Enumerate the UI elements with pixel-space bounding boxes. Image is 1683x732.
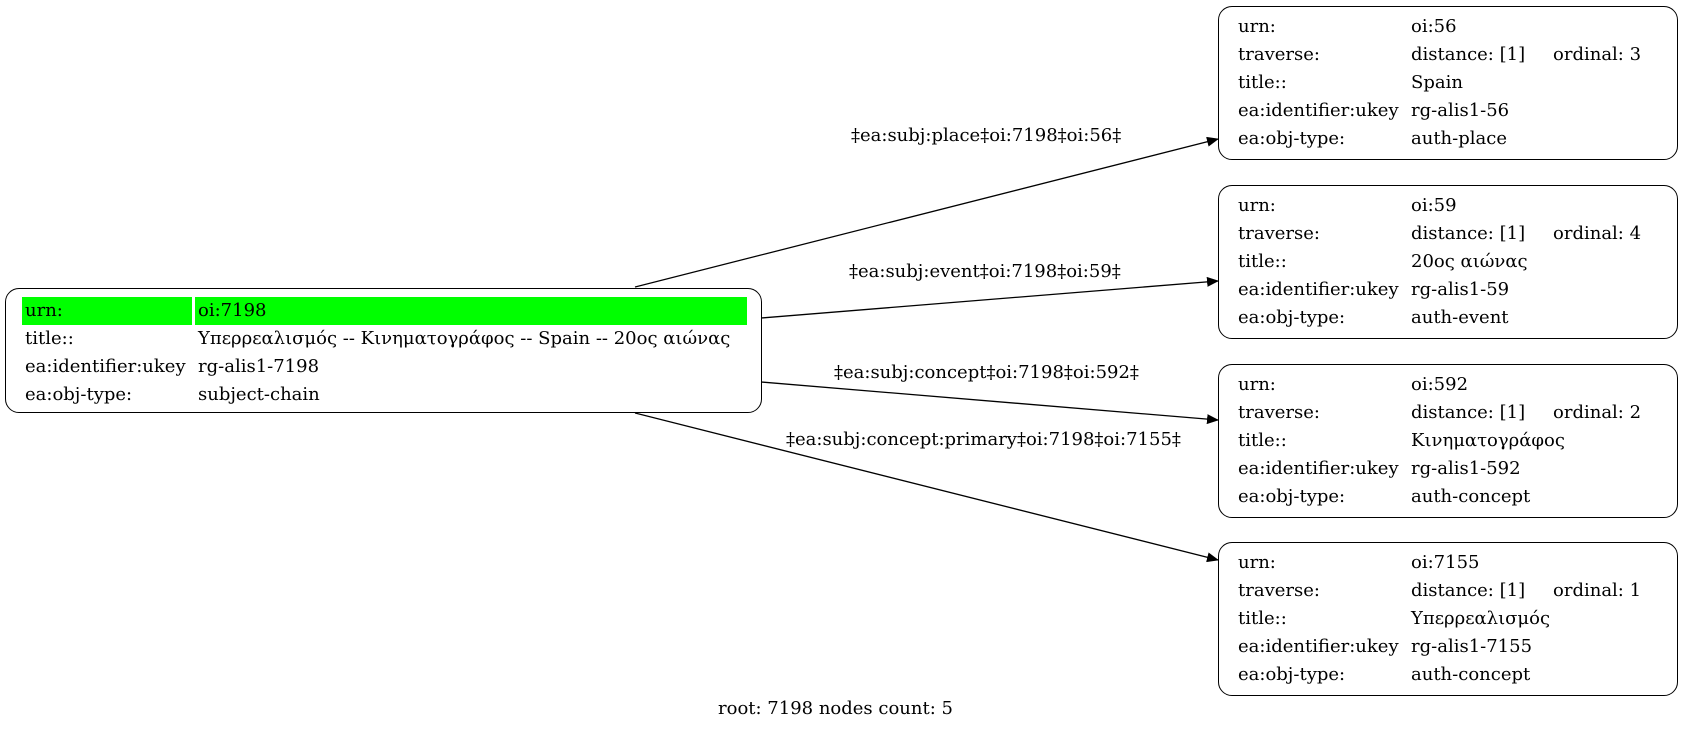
edge-label-concept: ‡ea:subj:concept‡oi:7198‡oi:592‡ <box>834 362 1139 383</box>
ukey-value: rg-alis1-56 <box>1411 100 1510 121</box>
child-row-ukey: ea:identifier:ukey rg-alis1-592 <box>1235 455 1644 483</box>
edge-label-event: ‡ea:subj:event‡oi:7198‡oi:59‡ <box>849 261 1121 282</box>
child-node-oi-59[interactable]: urn: oi:59 traverse: distance: [1] ordinal:… <box>1218 185 1678 339</box>
root-ukey-value: rg-alis1-7198 <box>198 356 320 377</box>
root-row-title: title:: Υπερρεαλισμός -- Κινηματογράφος … <box>22 325 747 353</box>
obj-type-key: ea:obj-type: <box>1238 486 1346 507</box>
urn-key: urn: <box>1238 552 1276 573</box>
child-row-traverse: traverse: distance: [1] ordinal: 4 <box>1235 220 1644 248</box>
title-value: Κινηματογράφος <box>1411 430 1565 451</box>
child-row-obj-type: ea:obj-type: auth-concept <box>1235 483 1644 511</box>
child-row-urn: urn: oi:592 <box>1235 371 1644 399</box>
urn-key: urn: <box>1238 374 1276 395</box>
child-row-title: title::20ος αιώνας <box>1235 248 1644 276</box>
child-row-traverse: traverse: distance: [1] ordinal: 2 <box>1235 399 1644 427</box>
root-node-table: urn: oi:7198 title:: Υπερρεαλισμός -- Κι… <box>19 297 750 409</box>
urn-value: oi:592 <box>1411 374 1469 395</box>
child-row-ukey: ea:identifier:ukey rg-alis1-59 <box>1235 276 1644 304</box>
child-row-ukey: ea:identifier:ukey rg-alis1-7155 <box>1235 633 1644 661</box>
ordinal-value: ordinal: 3 <box>1553 44 1642 65</box>
root-ukey-key: ea:identifier:ukey <box>25 356 186 377</box>
child-row-traverse: traverse: distance: [1] ordinal: 3 <box>1235 41 1644 69</box>
ukey-value: rg-alis1-592 <box>1411 458 1521 479</box>
child-node-oi-592[interactable]: urn: oi:592 traverse: distance: [1] ordinal… <box>1218 364 1678 518</box>
ordinal-value: ordinal: 4 <box>1553 223 1642 244</box>
ukey-key: ea:identifier:ukey <box>1238 100 1399 121</box>
title-key: title:: <box>1238 72 1287 93</box>
edge-place <box>634 136 1219 288</box>
ukey-key: ea:identifier:ukey <box>1238 279 1399 300</box>
child-node-table: urn: oi:7155 traverse: distance: [1] ordina… <box>1232 549 1647 689</box>
child-node-table: urn: oi:59 traverse: distance: [1] ordinal:… <box>1232 192 1647 332</box>
urn-key: urn: <box>1238 16 1276 37</box>
title-value: Spain <box>1411 72 1463 93</box>
title-key: title:: <box>1238 430 1287 451</box>
traverse-key: traverse: <box>1238 402 1320 423</box>
root-row-ukey: ea:identifier:ukey rg-alis1-7198 <box>22 353 747 381</box>
child-node-oi-7155[interactable]: urn: oi:7155 traverse: distance: [1] ordina… <box>1218 542 1678 696</box>
graph-footer: root: 7198 nodes count: 5 <box>718 698 953 719</box>
distance-value: distance: [1] <box>1411 223 1526 244</box>
root-obj-type-key: ea:obj-type: <box>25 384 133 405</box>
child-row-title: title::Υπερρεαλισμός <box>1235 605 1644 633</box>
child-node-oi-56[interactable]: urn: oi:56 traverse: distance: [1] ordinal:… <box>1218 6 1678 160</box>
title-value: 20ος αιώνας <box>1411 251 1528 272</box>
root-node[interactable]: urn: oi:7198 title:: Υπερρεαλισμός -- Κι… <box>5 288 762 413</box>
root-row-obj-type: ea:obj-type: subject-chain <box>22 381 747 409</box>
obj-type-key: ea:obj-type: <box>1238 307 1346 328</box>
root-title-key: title:: <box>25 328 74 349</box>
traverse-key: traverse: <box>1238 580 1320 601</box>
child-node-table: urn: oi:56 traverse: distance: [1] ordinal:… <box>1232 13 1647 153</box>
ukey-value: rg-alis1-7155 <box>1411 636 1533 657</box>
ukey-value: rg-alis1-59 <box>1411 279 1510 300</box>
obj-type-value: auth-concept <box>1411 664 1531 685</box>
root-urn-value: oi:7198 <box>195 297 747 325</box>
distance-value: distance: [1] <box>1411 402 1526 423</box>
child-node-table: urn: oi:592 traverse: distance: [1] ordinal… <box>1232 371 1647 511</box>
obj-type-key: ea:obj-type: <box>1238 664 1346 685</box>
ordinal-value: ordinal: 2 <box>1553 402 1642 423</box>
title-value: Υπερρεαλισμός <box>1411 608 1551 629</box>
edge-concept-primary <box>634 412 1219 563</box>
root-urn-key: urn: <box>22 297 192 325</box>
child-row-obj-type: ea:obj-type: auth-place <box>1235 125 1644 153</box>
child-row-ukey: ea:identifier:ukey rg-alis1-56 <box>1235 97 1644 125</box>
child-row-obj-type: ea:obj-type: auth-concept <box>1235 661 1644 689</box>
ukey-key: ea:identifier:ukey <box>1238 636 1399 657</box>
edge-event <box>760 276 1219 319</box>
child-row-title: title::Κινηματογράφος <box>1235 427 1644 455</box>
traverse-key: traverse: <box>1238 44 1320 65</box>
root-row-urn: urn: oi:7198 <box>22 297 747 325</box>
ukey-key: ea:identifier:ukey <box>1238 458 1399 479</box>
child-row-urn: urn: oi:56 <box>1235 13 1644 41</box>
edge-concept <box>760 381 1219 425</box>
distance-value: distance: [1] <box>1411 44 1526 65</box>
child-row-obj-type: ea:obj-type: auth-event <box>1235 304 1644 332</box>
distance-value: distance: [1] <box>1411 580 1526 601</box>
child-row-urn: urn: oi:59 <box>1235 192 1644 220</box>
root-title-value: Υπερρεαλισμός -- Κινηματογράφος -- Spain… <box>198 328 731 349</box>
obj-type-key: ea:obj-type: <box>1238 128 1346 149</box>
title-key: title:: <box>1238 608 1287 629</box>
obj-type-value: auth-concept <box>1411 486 1531 507</box>
traverse-key: traverse: <box>1238 223 1320 244</box>
title-key: title:: <box>1238 251 1287 272</box>
child-row-urn: urn: oi:7155 <box>1235 549 1644 577</box>
ordinal-value: ordinal: 1 <box>1553 580 1642 601</box>
edge-label-concept-primary: ‡ea:subj:concept:primary‡oi:7198‡oi:7155… <box>786 429 1181 450</box>
urn-value: oi:7155 <box>1411 552 1480 573</box>
root-obj-type-value: subject-chain <box>198 384 320 405</box>
edge-label-place: ‡ea:subj:place‡oi:7198‡oi:56‡ <box>851 125 1122 146</box>
obj-type-value: auth-place <box>1411 128 1507 149</box>
urn-value: oi:56 <box>1411 16 1457 37</box>
child-row-title: title::Spain <box>1235 69 1644 97</box>
urn-key: urn: <box>1238 195 1276 216</box>
obj-type-value: auth-event <box>1411 307 1509 328</box>
child-row-traverse: traverse: distance: [1] ordinal: 1 <box>1235 577 1644 605</box>
urn-value: oi:59 <box>1411 195 1457 216</box>
